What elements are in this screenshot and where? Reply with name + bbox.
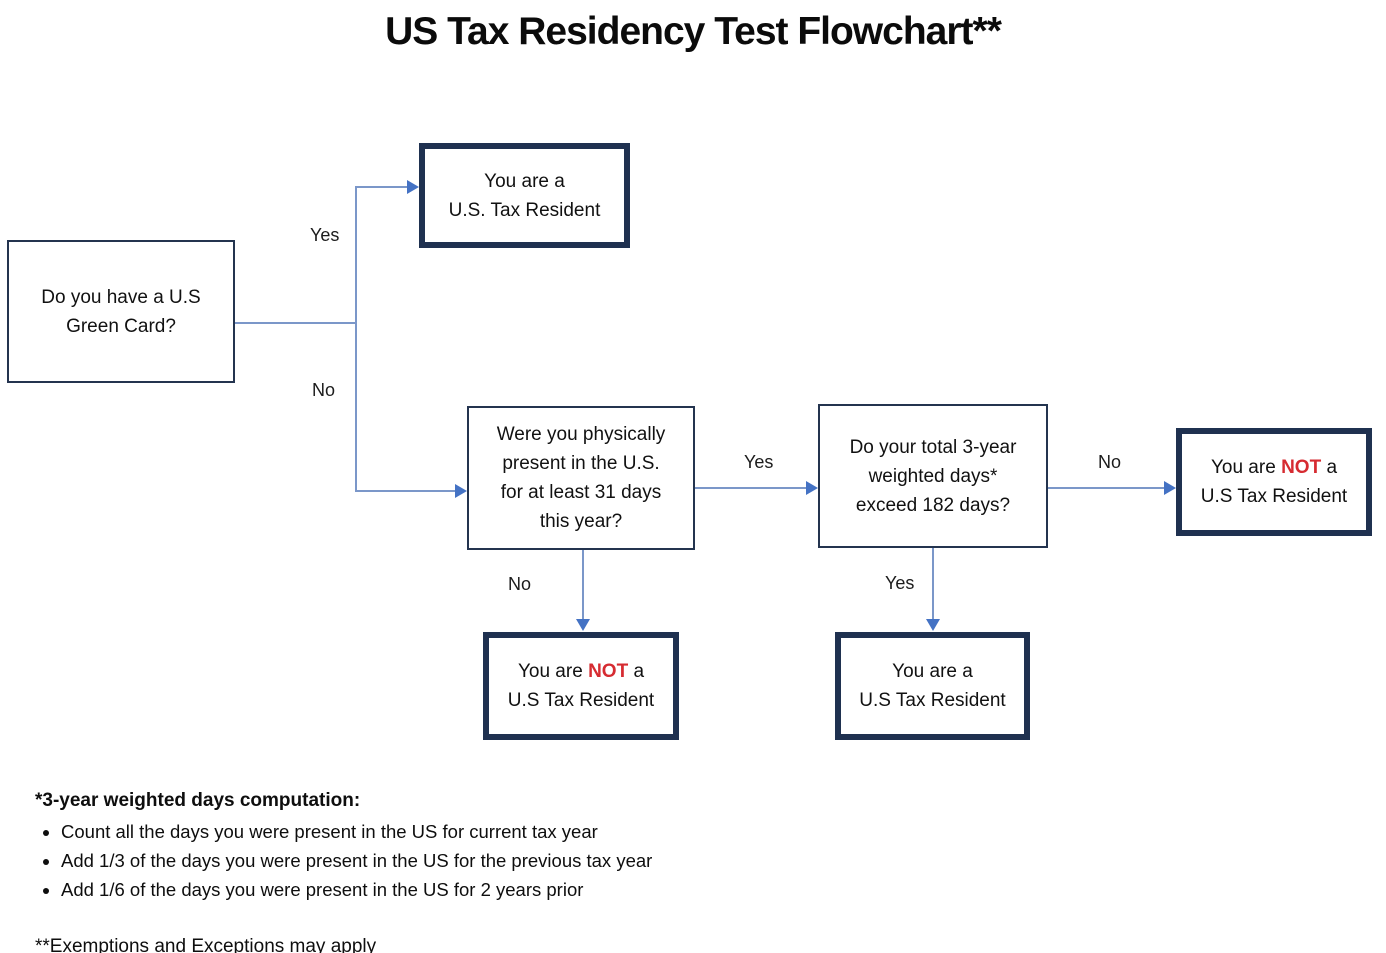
node-text-line: Do your total 3-year (849, 436, 1017, 458)
computation-heading: *3-year weighted days computation: (35, 790, 361, 811)
node-text-line: present in the U.S. (502, 453, 660, 474)
node-text-line: weighted days* (868, 465, 998, 487)
node-text-fragment: a (628, 661, 645, 682)
node-green-card-question: Do you have a U.S Green Card? (7, 240, 235, 383)
node-text-line: U.S Tax Resident (1200, 486, 1348, 507)
edge-label-weighted-yes: Yes (883, 573, 917, 594)
node-result-resident-top: You are a U.S. Tax Resident (419, 143, 630, 248)
edge-label-green-card-no: No (310, 380, 338, 401)
computation-bullet-list: Count all the days you were present in t… (35, 817, 935, 904)
connector-presence-no (582, 550, 584, 620)
node-text-line: You are a (892, 661, 973, 682)
footnotes: *3-year weighted days computation: Count… (35, 786, 935, 953)
arrowhead-presence-no (576, 619, 590, 631)
computation-bullet: Add 1/6 of the days you were present in … (61, 875, 935, 904)
node-text-line: for at least 31 days (500, 482, 662, 503)
node-text-line: U.S. Tax Resident (448, 199, 601, 221)
computation-bullet: Add 1/3 of the days you were present in … (61, 846, 935, 875)
connector-green-card-yes (355, 186, 407, 188)
connector-green-card-no (355, 490, 455, 492)
node-result-not-resident-right: You are NOT a U.S Tax Resident (1176, 428, 1372, 536)
connector-green-card-branch (355, 186, 357, 491)
connector-weighted-yes (932, 548, 934, 620)
connector-presence-yes (695, 487, 806, 489)
page-title: US Tax Residency Test Flowchart** (385, 10, 1002, 53)
node-result-not-resident-bottom: You are NOT a U.S Tax Resident (483, 632, 679, 740)
computation-bullet: Count all the days you were present in t… (61, 817, 935, 846)
node-text-line: exceed 182 days? (855, 494, 1011, 516)
not-highlight: NOT (588, 661, 629, 682)
arrowhead-presence-yes (806, 481, 818, 495)
arrowhead-green-card-no (455, 484, 467, 498)
edge-label-weighted-no: No (1096, 452, 1124, 473)
exemptions-note: **Exemptions and Exceptions may apply (35, 936, 377, 953)
node-text-line: You are NOT a (518, 657, 644, 686)
arrowhead-weighted-no (1164, 481, 1176, 495)
node-text-line: Do you have a U.S (41, 286, 201, 308)
node-text-line: U.S Tax Resident (859, 690, 1006, 711)
edge-label-presence-yes: Yes (742, 452, 776, 473)
arrowhead-weighted-yes (926, 619, 940, 631)
node-text-line: U.S Tax Resident (507, 690, 655, 711)
node-text-fragment: You are (1210, 457, 1282, 478)
connector-green-card-stem (235, 322, 356, 324)
node-text-fragment: You are (517, 661, 589, 682)
edge-label-presence-no: No (506, 574, 534, 595)
connector-weighted-no (1048, 487, 1165, 489)
arrowhead-green-card-yes (407, 180, 419, 194)
node-text-line: You are NOT a (1211, 453, 1337, 482)
node-text-line: this year? (539, 511, 623, 532)
node-text-line: Green Card? (66, 315, 176, 337)
not-highlight: NOT (1281, 457, 1322, 478)
edge-label-green-card-yes: Yes (308, 225, 342, 246)
node-text-line: Were you physically (496, 424, 666, 445)
node-result-resident-bottom: You are a U.S Tax Resident (835, 632, 1030, 740)
node-text-fragment: a (1321, 457, 1338, 478)
node-physical-presence-question: Were you physically present in the U.S. … (467, 406, 695, 550)
node-weighted-days-question: Do your total 3-year weighted days* exce… (818, 404, 1048, 548)
node-text-line: You are a (484, 170, 565, 192)
